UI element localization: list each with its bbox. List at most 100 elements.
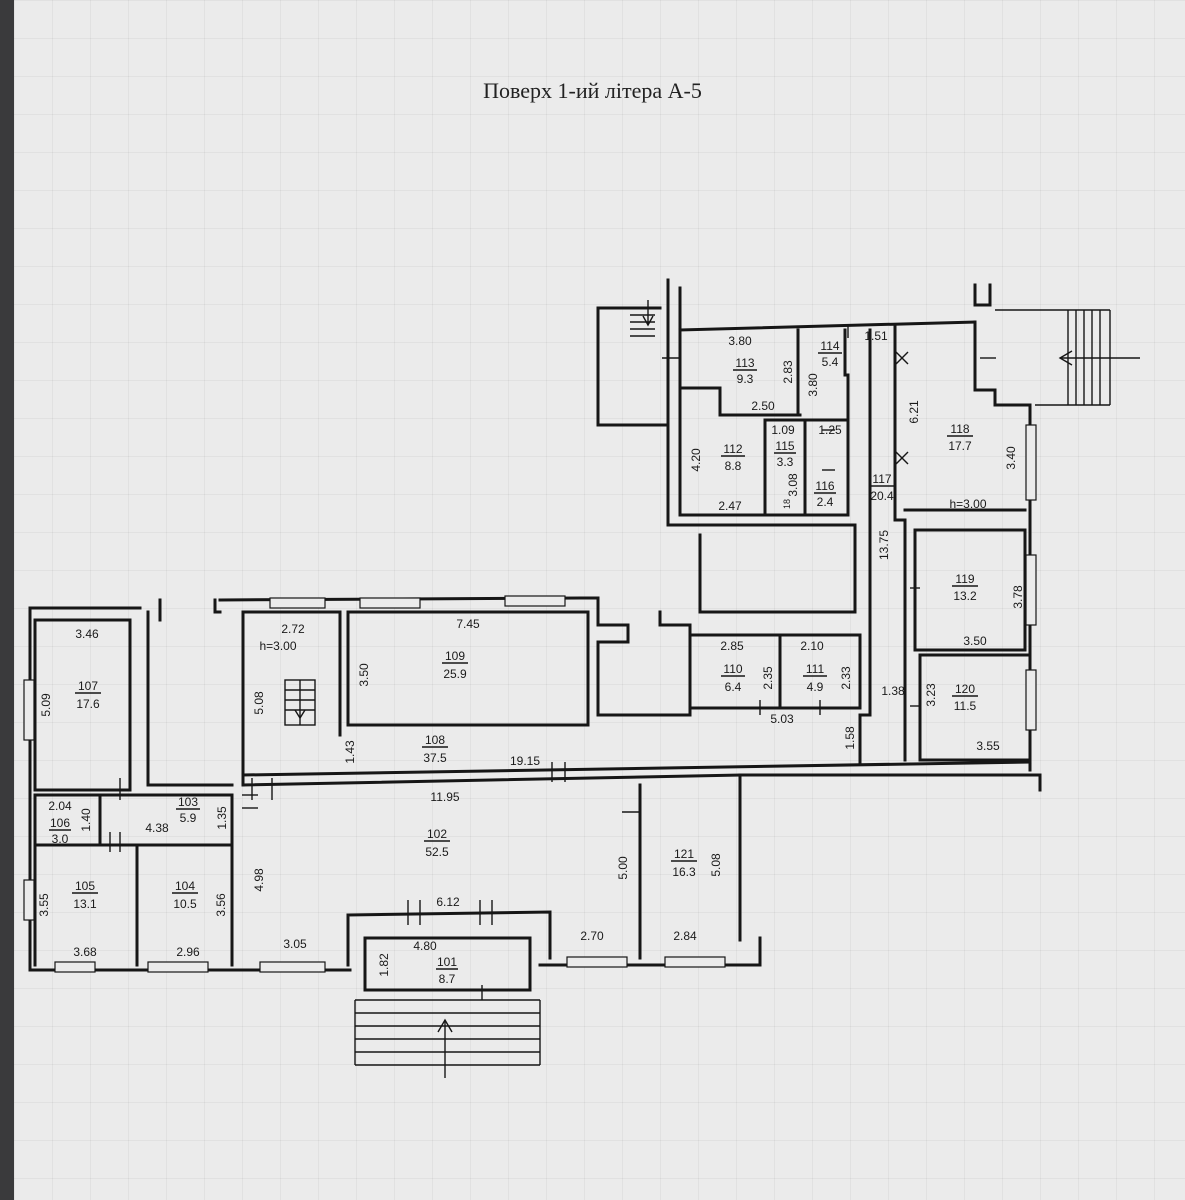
dimension-labels: 3.80 2.83 2.50 4.20 2.47 1.09 1.25 3.08 … <box>37 329 1025 977</box>
room-107: 107 17.6 <box>75 679 101 711</box>
svg-text:4.9: 4.9 <box>807 680 824 694</box>
svg-text:120: 120 <box>955 682 975 696</box>
svg-text:113: 113 <box>735 356 754 370</box>
svg-text:3.0: 3.0 <box>52 832 69 846</box>
svg-text:111: 111 <box>806 662 825 676</box>
svg-text:5.4: 5.4 <box>822 355 839 369</box>
dimension-label: 2.10 <box>800 639 824 653</box>
dimension-label: 13.75 <box>877 530 891 560</box>
svg-text:118: 118 <box>950 422 969 436</box>
dimension-label: 3.50 <box>357 663 371 687</box>
svg-text:101: 101 <box>437 955 457 969</box>
dimension-label: 2.47 <box>718 499 742 513</box>
room-103: 103 5.9 <box>176 795 200 825</box>
svg-text:105: 105 <box>75 879 95 893</box>
dimension-label: 11.95 <box>430 790 459 804</box>
svg-text:13.2: 13.2 <box>953 589 977 603</box>
svg-text:119: 119 <box>955 572 974 586</box>
dimension-label: 1.51 <box>864 329 888 343</box>
svg-text:25.9: 25.9 <box>443 667 467 681</box>
dimension-label: 3.55 <box>37 893 51 917</box>
svg-text:8.7: 8.7 <box>439 972 456 986</box>
room-101: 101 8.7 <box>436 955 458 986</box>
dimension-label: h=3.00 <box>949 497 986 511</box>
room-119: 119 13.2 <box>952 572 978 603</box>
dimension-label: 2.35 <box>761 666 775 690</box>
dimension-label: 3.50 <box>963 634 987 648</box>
svg-text:106: 106 <box>50 816 70 830</box>
svg-text:109: 109 <box>445 649 465 663</box>
room-118: 118 17.7 <box>947 422 973 453</box>
dimension-label: 1.40 <box>79 808 93 832</box>
dimension-label: 5.09 <box>39 693 53 717</box>
svg-text:13.1: 13.1 <box>73 897 97 911</box>
dimension-label: 1.35 <box>215 806 229 830</box>
dimension-label: 4.80 <box>413 939 437 953</box>
room-labels: 101 8.7 102 52.5 103 5.9 104 10.5 105 13… <box>49 339 978 986</box>
dimension-label: 5.08 <box>252 691 266 715</box>
dimension-label: 4.20 <box>689 448 703 472</box>
svg-text:116: 116 <box>815 479 834 493</box>
svg-text:10.5: 10.5 <box>173 897 197 911</box>
room-115: 115 3.3 <box>774 439 796 469</box>
room-111: 111 4.9 <box>803 662 827 694</box>
svg-text:108: 108 <box>425 733 445 747</box>
svg-text:17.6: 17.6 <box>76 697 100 711</box>
dimension-label: 3.55 <box>976 739 1000 753</box>
dimension-label: 5.00 <box>616 856 630 880</box>
room-104: 104 10.5 <box>172 879 198 911</box>
dimension-label: 4.38 <box>145 821 169 835</box>
dimension-label: 2.83 <box>781 360 795 384</box>
dimension-label: 2.84 <box>673 929 697 943</box>
dimension-label: 1.38 <box>881 684 905 698</box>
dimension-label: 3.56 <box>214 893 228 917</box>
svg-text:114: 114 <box>820 339 839 353</box>
dimension-label: 2.70 <box>580 929 604 943</box>
dimension-label: 5.08 <box>709 853 723 877</box>
room-105: 105 13.1 <box>72 879 98 911</box>
svg-text:16.3: 16.3 <box>672 865 696 879</box>
dimension-label: 1.58 <box>843 726 857 750</box>
svg-text:37.5: 37.5 <box>423 751 447 765</box>
dimension-label: 3.40 <box>1004 446 1018 470</box>
dimension-label: 6.21 <box>907 400 921 424</box>
svg-text:9.3: 9.3 <box>737 372 754 386</box>
room-110: 110 6.4 <box>721 662 745 694</box>
room-121: 121 16.3 <box>671 847 697 879</box>
dimension-label: 1.43 <box>343 740 357 764</box>
svg-text:52.5: 52.5 <box>425 845 449 859</box>
room-112: 112 8.8 <box>721 442 745 473</box>
dimension-label: 3.78 <box>1011 585 1025 609</box>
svg-text:17.7: 17.7 <box>948 439 972 453</box>
room-117: 117 20.4 <box>869 472 895 503</box>
dimension-label: 4.98 <box>252 868 266 892</box>
svg-text:11.5: 11.5 <box>954 699 977 713</box>
svg-text:102: 102 <box>427 827 447 841</box>
dimension-label: 1.09 <box>771 423 795 437</box>
windows <box>23 424 1037 973</box>
svg-text:110: 110 <box>723 662 742 676</box>
dimension-label: 3.80 <box>806 373 820 397</box>
dimension-label: 3.80 <box>728 334 752 348</box>
dimension-label: 7.45 <box>456 617 480 631</box>
svg-text:3.3: 3.3 <box>777 455 794 469</box>
room-108: 108 37.5 <box>422 733 448 765</box>
dimension-label: 2.85 <box>720 639 744 653</box>
dimension-label: 3.23 <box>924 683 938 707</box>
dimension-label: 2.72 <box>281 622 305 636</box>
svg-text:20.4: 20.4 <box>870 489 894 503</box>
svg-text:121: 121 <box>674 847 694 861</box>
stairs <box>284 300 1140 1078</box>
svg-text:107: 107 <box>78 679 98 693</box>
dimension-label: 5.03 <box>770 712 794 726</box>
svg-text:115: 115 <box>775 439 794 453</box>
room-109: 109 25.9 <box>442 649 468 681</box>
dimension-label: h=3.00 <box>259 639 296 653</box>
dimension-label: 3.46 <box>75 627 99 641</box>
dimension-label: 19.15 <box>510 754 540 768</box>
svg-text:2.4: 2.4 <box>817 495 834 509</box>
stair-mark: 18 <box>782 499 792 509</box>
room-114: 114 5.4 <box>818 339 842 369</box>
room-106: 106 3.0 <box>49 816 71 846</box>
dimension-label: 2.04 <box>48 799 72 813</box>
